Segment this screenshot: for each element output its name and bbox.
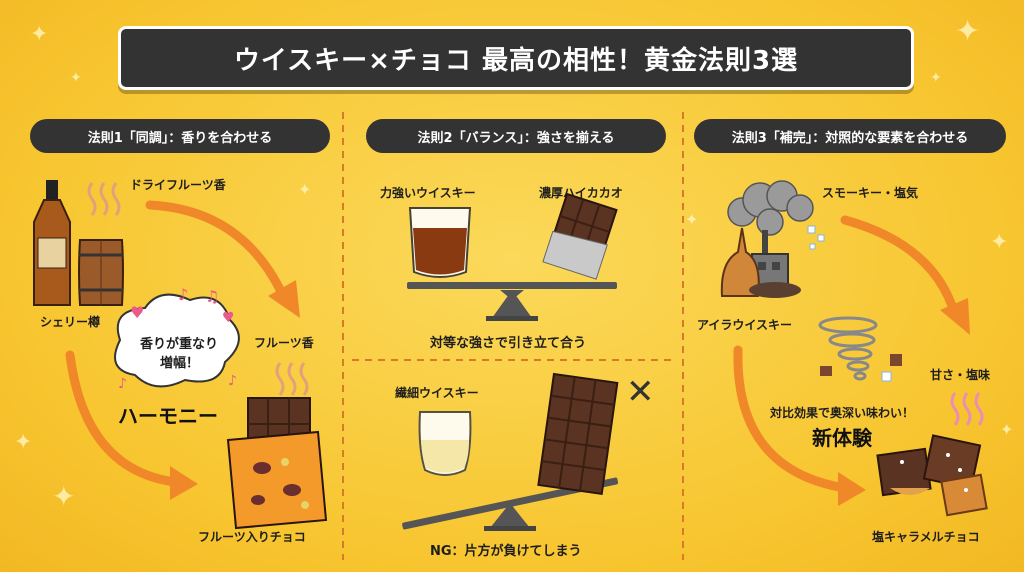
smoke-icon [727, 180, 814, 236]
arrow-icon [733, 345, 850, 493]
ng-cross-icon: ✕ [626, 372, 655, 412]
rule1-heading: 法則1「同調」：香りを合わせる [30, 119, 330, 153]
sherry-cask-label: シェリー樽 [40, 315, 101, 329]
whisky-bottle-icon [33, 180, 71, 306]
chocolate-piece-icon [890, 354, 902, 366]
distillery-icon [720, 227, 801, 298]
dark-chocolate-icon [542, 192, 618, 280]
contrast-effect-label: 対比効果で奥深い味わい！ [770, 406, 915, 420]
tilted-scale-icon [402, 477, 619, 531]
arrow-head-icon [838, 472, 866, 506]
salted-caramel-chocolate-label: 塩キャラメルチョコ [872, 530, 980, 544]
bubble-line2-label: 増幅！ [160, 356, 200, 371]
sparkle-icon: ✦ [990, 230, 1009, 255]
whisky-glass-icon [408, 207, 472, 278]
rule3-heading: 法則3「補完」：対照的な要素を合わせる [694, 119, 1006, 153]
arrow-head-icon [268, 280, 300, 318]
fruit-aroma-label: フルーツ香 [254, 336, 314, 350]
chocolate-piece-icon [820, 366, 832, 376]
salted-caramel-chocolate-icon [876, 434, 988, 517]
music-note-icon: ♫ [205, 287, 219, 306]
arrow-head-icon [940, 298, 970, 335]
sparkle-icon: ✦ [70, 70, 82, 86]
title-banner: ウイスキー×チョコ 最高の相性！黄金法則3選 [118, 26, 914, 90]
salt-crystal-icon [807, 225, 825, 250]
sweet-salty-label: 甘さ・塩味 [930, 368, 991, 382]
aroma-waves-icon [950, 392, 984, 426]
arrow-icon [145, 200, 290, 305]
strong-whisky-label: 力強いウイスキー [380, 186, 476, 200]
arrow-icon [65, 350, 180, 487]
sparkle-icon: ✦ [955, 14, 981, 49]
heart-icon: ♥ [130, 303, 144, 322]
arrow-head-icon [170, 466, 198, 500]
sparkle-icon: ✦ [30, 22, 49, 47]
ng-caption: NG：片方が負けてしまう [430, 544, 582, 559]
barrel-icon [78, 239, 124, 306]
speech-bubble-icon [114, 293, 240, 388]
fruit-chocolate-label: フルーツ入りチョコ [198, 530, 306, 544]
sparkle-icon: ✦ [1000, 420, 1014, 439]
sparkle-icon: ✦ [52, 480, 76, 513]
light-whisky-glass-icon [418, 411, 472, 476]
sparkle-icon: ✦ [298, 180, 312, 199]
islay-whisky-label: アイラウイスキー [697, 318, 793, 332]
music-note-icon: ♪ [228, 373, 237, 389]
dark-cacao-label: 濃厚ハイカカオ [539, 186, 623, 200]
harmony-label: ハーモニー [118, 404, 218, 428]
large-chocolate-icon [537, 372, 619, 495]
aroma-waves-icon [87, 182, 309, 396]
heart-icon: ♥ [222, 310, 235, 326]
music-note-icon: ♪ [178, 285, 188, 304]
page-title: ウイスキー×チョコ 最高の相性！黄金法則3選 [233, 45, 799, 76]
smoky-salty-label: スモーキー・塩気 [822, 186, 919, 200]
sparkle-icon: ✦ [685, 210, 699, 229]
sparkle-icon: ✦ [930, 70, 942, 86]
sparkle-icon: ✦ [14, 430, 33, 455]
swirl-icon [818, 316, 878, 381]
music-note-icon: ♪ [118, 376, 127, 392]
bubble-line1-label: 香りが重なり [140, 337, 219, 352]
new-experience-label: 新体験 [812, 426, 872, 450]
dried-fruit-aroma-label: ドライフルーツ香 [130, 178, 226, 192]
delicate-whisky-label: 繊細ウイスキー [395, 386, 479, 400]
arrow-icon [840, 215, 960, 320]
balanced-scale-icon [407, 282, 617, 321]
balanced-caption: 対等な強さで引き立て合う [430, 336, 587, 351]
fruit-chocolate-icon [226, 397, 328, 530]
rule2-heading: 法則2「バランス」：強さを揃える [366, 119, 666, 153]
salt-crystal-icon [881, 371, 892, 382]
